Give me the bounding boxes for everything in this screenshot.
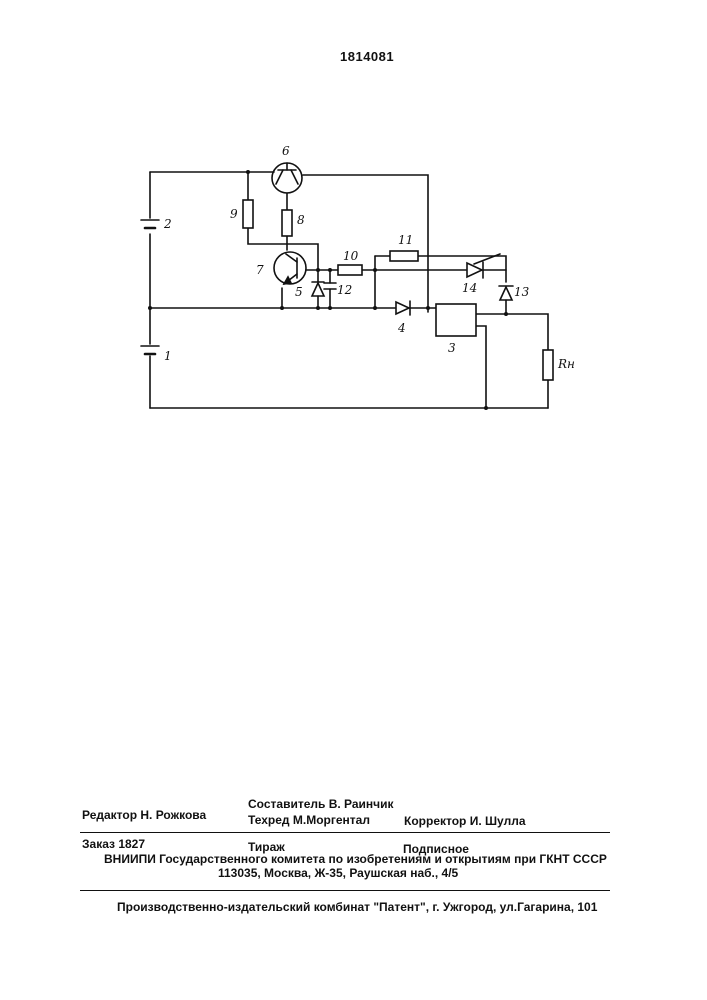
imprint-address: 113035, Москва, Ж-35, Раушская наб., 4/5 bbox=[218, 866, 458, 880]
imprint-rule-top bbox=[80, 832, 610, 833]
label-transistor-6: 6 bbox=[282, 144, 290, 158]
resistor-11-symbol bbox=[390, 251, 418, 261]
label-battery-1: 1 bbox=[164, 349, 172, 363]
imprint-publisher: Производственно-издательский комбинат "П… bbox=[117, 900, 597, 914]
label-thyristor-14: 14 bbox=[462, 281, 477, 295]
label-resistor-9: 9 bbox=[230, 207, 238, 221]
label-battery-2: 2 bbox=[163, 217, 172, 231]
imprint-corrector: Корректор И. Шулла bbox=[404, 814, 526, 828]
resistor-8-symbol bbox=[282, 210, 292, 236]
circuit-schematic: 6 9 8 2 7 5 12 10 11 14 13 4 3 1 Rн bbox=[0, 0, 707, 460]
diode-5-symbol bbox=[312, 282, 324, 296]
label-resistor-10: 10 bbox=[343, 249, 359, 263]
label-diode-13: 13 bbox=[514, 285, 530, 299]
diode-13-symbol bbox=[499, 286, 513, 300]
label-transistor-7: 7 bbox=[256, 263, 264, 277]
capacitor-12-symbol bbox=[324, 283, 336, 289]
imprint-vniipi: ВНИИПИ Государственного комитета по изоб… bbox=[104, 852, 607, 866]
imprint-editor: Редактор Н. Рожкова bbox=[82, 808, 206, 822]
label-resistor-8: 8 bbox=[297, 213, 305, 227]
label-diode-5: 5 bbox=[295, 285, 303, 299]
transistor-7-symbol bbox=[274, 252, 306, 284]
load-resistor-symbol bbox=[543, 350, 553, 380]
imprint-compiler: Составитель В. Раинчик bbox=[248, 797, 394, 811]
imprint-techeditor: Техред М.Моргентал bbox=[248, 813, 370, 827]
label-capacitor-12: 12 bbox=[337, 283, 352, 297]
imprint-rule-bottom bbox=[80, 890, 610, 891]
junction-dots bbox=[148, 170, 508, 410]
resistor-10-symbol bbox=[338, 265, 362, 275]
battery-2-symbol bbox=[141, 220, 159, 228]
resistor-9-symbol bbox=[243, 200, 253, 228]
label-diode-4: 4 bbox=[397, 321, 406, 335]
imprint-order: Заказ 1827 bbox=[82, 837, 145, 851]
label-block-3: 3 bbox=[448, 341, 456, 355]
block-3-symbol bbox=[436, 304, 476, 336]
battery-1-symbol bbox=[141, 346, 159, 354]
transistor-6-symbol bbox=[272, 163, 302, 193]
label-resistor-11: 11 bbox=[398, 233, 413, 247]
diode-4-symbol bbox=[396, 301, 410, 315]
label-load-resistor: Rн bbox=[557, 357, 575, 371]
